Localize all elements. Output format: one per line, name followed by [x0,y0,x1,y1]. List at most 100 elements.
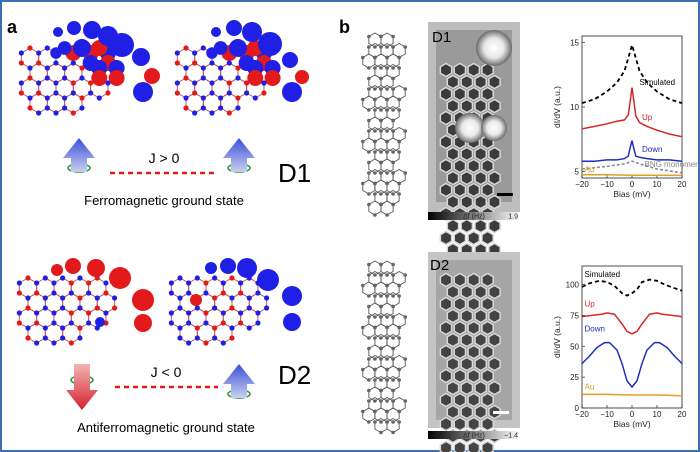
d2-colorbar: −2.5 Δf (Hz) −1.4 [428,431,520,440]
spin-site [212,275,218,281]
d2-spin-lattice [16,258,302,346]
d1-colorbar-min: −3.6 [430,214,444,221]
panel-b-label: b [339,17,350,37]
spin-site [212,295,218,301]
spin-site [70,90,76,96]
spin-site [86,290,92,296]
spin-site [177,325,183,331]
spin-site [186,310,192,316]
y-tick-label: 5 [575,168,580,177]
spin-site [51,320,57,326]
spin-site [212,325,218,331]
x-tick-label: −20 [575,180,589,189]
spin-site [209,90,215,96]
spin-site-large [144,68,160,84]
spin-site [25,335,31,341]
spin-site [79,65,85,71]
spin-site [16,290,22,296]
spin-site [60,325,66,331]
spin-site [79,95,85,101]
spin-site [103,280,109,286]
spin-site-large [134,314,152,332]
spin-site [88,90,94,96]
spin-site-large [295,70,309,84]
spin-site [68,340,74,346]
spin-site [27,75,33,81]
spin-site [18,80,24,86]
spin-site [220,320,226,326]
series-line-up [581,87,683,138]
d1-image-label: D1 [432,29,451,46]
spin-site [51,340,57,346]
spin-site [96,95,102,101]
series-label: Up [642,113,653,122]
d2-coupling-label: J < 0 [151,364,182,380]
spin-site [77,335,83,341]
spin-site [112,295,118,301]
d1-spin-lattice [18,20,309,116]
spin-site [246,305,252,311]
spin-site [238,310,244,316]
spin-site [229,295,235,301]
series-line-au [582,174,683,177]
y-tick-label: 10 [570,103,579,112]
d2-right-spin-up-arrow [223,364,255,399]
spin-site [238,280,244,286]
spin-site [18,60,24,66]
series-line-down [581,341,683,389]
series-label: Down [642,145,662,154]
spin-site [44,95,50,101]
spin-site [235,95,241,101]
spin-site [226,90,232,96]
spin-site [70,110,76,116]
spin-site [192,60,198,66]
d2-colorbar-min: −2.5 [430,433,444,440]
spin-site [183,75,189,81]
spin-site [62,75,68,81]
spin-site [200,105,206,111]
x-axis-label: Bias (mV) [613,419,650,429]
spin-site [25,325,31,331]
spin-site [212,335,218,341]
spin-site [42,335,48,341]
spin-site [261,90,267,96]
spin-site [261,80,267,86]
spin-site [77,305,83,311]
spin-site [34,340,40,346]
spin-site [42,305,48,311]
spin-site-large [132,289,154,311]
d1-label: D1 [278,158,311,188]
spin-site [209,80,215,86]
spin-site [72,39,91,57]
spin-site [53,60,59,66]
series-line-bng-monomer [581,160,683,174]
spin-site [168,310,174,316]
spin-site [186,340,192,346]
spin-site [86,280,92,286]
spin-site [255,310,261,316]
spin-site-large [282,82,302,102]
spin-site [27,45,33,51]
d2-image-label: D2 [430,257,449,274]
spin-site [86,310,92,316]
spin-site [220,290,226,296]
spin-site [16,310,22,316]
spin-site [62,95,68,101]
spin-site [36,110,42,116]
spin-site [62,65,68,71]
spin-site [229,335,235,341]
spin-site [51,290,57,296]
spin-site-large [51,264,63,276]
spin-site-large [109,267,131,289]
spin-site [186,280,192,286]
spin-site [25,295,31,301]
spin-site [18,90,24,96]
spin-site [200,75,206,81]
spin-site [220,310,226,316]
spin-site [27,105,33,111]
spin-site [226,110,232,116]
x-tick-label: 0 [630,410,635,419]
spin-site-large [283,313,301,331]
